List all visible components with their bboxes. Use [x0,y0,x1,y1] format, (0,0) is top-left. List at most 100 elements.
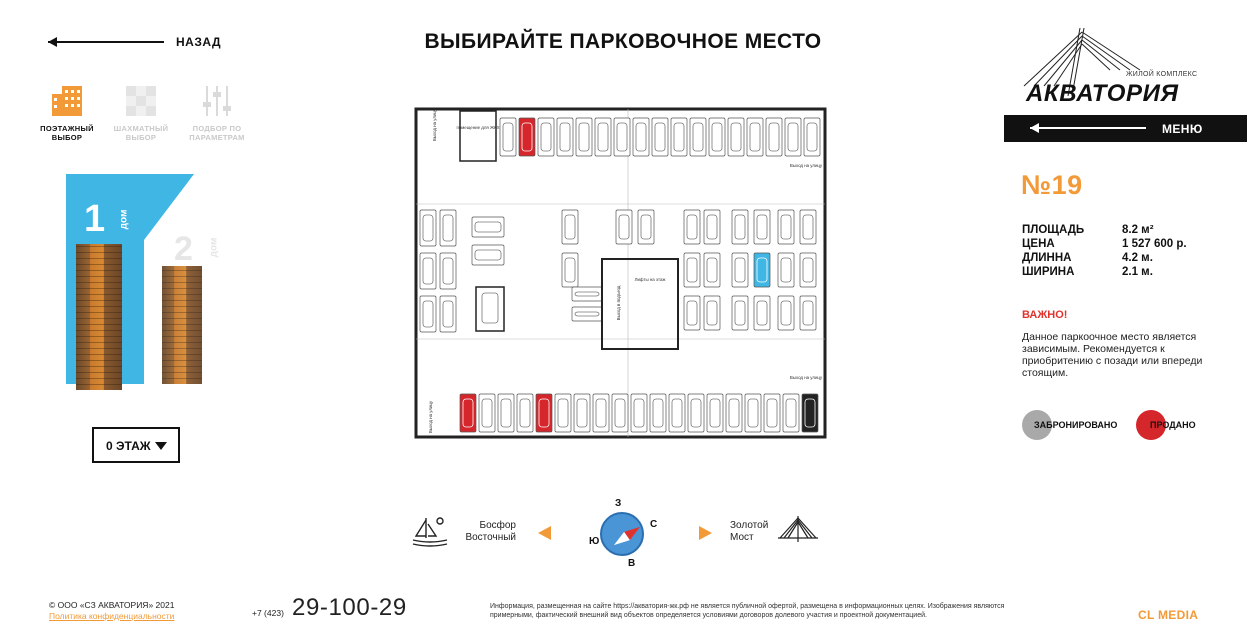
parking-spot[interactable] [478,393,496,433]
building-2-tower[interactable] [162,266,202,384]
parking-spot[interactable] [651,117,669,157]
parking-spot[interactable] [554,393,572,433]
parking-spot[interactable] [777,209,795,245]
mode-chess-select[interactable]: ШАХМАТНЫЙ ВЫБОР [106,84,176,148]
parking-spot[interactable] [799,209,817,245]
parking-spot[interactable] [592,393,610,433]
compass-icon[interactable] [600,512,644,556]
building-1-sub: дом [118,209,130,230]
building-icon [50,84,84,118]
parking-spot[interactable] [689,117,707,157]
parking-spot[interactable] [670,117,688,157]
parking-spot[interactable] [683,209,701,245]
parking-spot[interactable] [731,252,749,288]
parking-spot[interactable] [632,117,650,157]
parking-spot[interactable] [571,286,603,302]
parking-spot[interactable] [613,117,631,157]
parking-spot[interactable] [799,295,817,331]
rotate-left-arrow[interactable] [538,526,551,540]
building-selector: 1 дом 2 дом [44,174,244,390]
parking-spot[interactable] [765,117,783,157]
parking-spot[interactable] [611,393,629,433]
sailboat-icon[interactable] [410,514,450,548]
parking-spot[interactable] [594,117,612,157]
page-title: ВЫБИРАЙТЕ ПАРКОВОЧНОЕ МЕСТО [424,30,822,53]
developer-credit[interactable]: CL MEDIA [1138,608,1199,622]
parking-spot[interactable] [471,244,505,266]
parking-spot[interactable] [703,295,721,331]
chevron-down-icon [155,442,167,450]
menu-button[interactable]: МЕНЮ [1004,115,1247,142]
parking-spot[interactable] [801,393,819,433]
parking-spot[interactable] [803,117,821,157]
phone-code: +7 (423) [252,608,284,618]
parking-spot-selected[interactable] [753,252,771,288]
car-icon [462,398,474,428]
parking-spot[interactable] [556,117,574,157]
parking-spot[interactable] [777,295,795,331]
parking-spot[interactable] [575,117,593,157]
parking-spot[interactable] [419,295,437,333]
car-icon [519,398,531,428]
floor-dropdown[interactable]: 0 ЭТАЖ [92,427,180,463]
parking-spot[interactable] [573,393,591,433]
parking-spot[interactable] [439,252,457,290]
parking-spot[interactable] [753,209,771,245]
parking-spot[interactable] [537,117,555,157]
parking-spot[interactable] [637,209,655,245]
logo[interactable]: ЖИЛОЙ КОМПЛЕКС АКВАТОРИЯ [1022,26,1222,107]
parking-spot[interactable] [518,117,536,157]
parking-spot[interactable] [439,209,457,247]
building-1[interactable] [66,174,194,390]
parking-spot[interactable] [683,295,701,331]
car-icon [474,221,502,233]
parking-spot[interactable] [561,252,579,288]
parking-spot[interactable] [615,209,633,245]
parking-spot[interactable] [419,209,437,247]
parking-spot[interactable] [746,117,764,157]
back-button[interactable]: НАЗАД [48,34,228,52]
car-icon [734,257,746,283]
parking-spot[interactable] [727,117,745,157]
car-icon [785,398,797,428]
mode-floor-select[interactable]: ПОЭТАЖНЫЙ ВЫБОР [32,84,102,148]
car-icon [787,122,799,152]
parking-spot[interactable] [731,295,749,331]
parking-spot[interactable] [731,209,749,245]
parking-spot[interactable] [683,252,701,288]
parking-spot[interactable] [725,393,743,433]
parking-spot[interactable] [571,306,603,322]
bridge-icon[interactable] [778,514,818,548]
parking-spot[interactable] [471,216,505,238]
compass-north: З [615,498,622,509]
parking-spot[interactable] [561,209,579,245]
parking-spot[interactable] [703,209,721,245]
parking-spot[interactable] [799,252,817,288]
parking-spot[interactable] [782,393,800,433]
parking-spot[interactable] [535,393,553,433]
parking-spot[interactable] [708,117,726,157]
parking-spot[interactable] [706,393,724,433]
car-icon [756,300,768,326]
parking-spot[interactable] [777,252,795,288]
parking-spot[interactable] [459,393,477,433]
parking-spot[interactable] [499,117,517,157]
parking-spot[interactable] [497,393,515,433]
parking-spot[interactable] [687,393,705,433]
parking-spot[interactable] [763,393,781,433]
parking-spot[interactable] [419,252,437,290]
parking-spot[interactable] [668,393,686,433]
parking-spot[interactable] [744,393,762,433]
mode-label: ПОДБОР ПО ПАРАМЕТРАМ [189,124,245,142]
parking-spot[interactable] [703,252,721,288]
parking-spot[interactable] [439,295,457,333]
rotate-right-arrow[interactable] [699,526,712,540]
privacy-link[interactable]: Политика конфиденциальности [49,611,175,621]
parking-spot[interactable] [784,117,802,157]
parking-spot[interactable] [630,393,648,433]
parking-spot[interactable] [516,393,534,433]
parking-spot[interactable] [753,295,771,331]
mode-params-select[interactable]: ПОДБОР ПО ПАРАМЕТРАМ [182,84,252,148]
reserved-swatch [1022,410,1052,440]
parking-spot[interactable] [649,393,667,433]
